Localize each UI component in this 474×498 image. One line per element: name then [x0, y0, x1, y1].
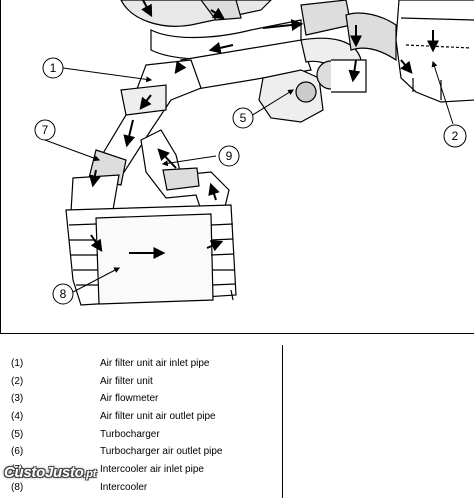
callout-7: 7 — [34, 119, 56, 141]
legend-text: Air flowmeter — [100, 393, 159, 404]
legend-row: (6) Turbocharger air outlet pipe — [0, 443, 282, 460]
turbocharger — [258, 59, 367, 123]
legend-text: Intercooler air inlet pipe — [100, 464, 204, 475]
legend-number: (8) — [11, 482, 24, 493]
legend-row: (5) Turbocharger — [0, 426, 282, 443]
legend-number: (4) — [11, 411, 24, 422]
callout-label-9: 9 — [226, 149, 233, 163]
legend-number: (2) — [11, 376, 24, 387]
legend-row: (7) Intercooler air inlet pipe — [0, 461, 282, 478]
legend-text: Air filter unit air inlet pipe — [100, 358, 210, 369]
legend-row: (4) Air filter unit air outlet pipe — [0, 408, 282, 425]
legend-number: (1) — [11, 358, 24, 369]
watermark-brand: CustoJusto — [4, 464, 84, 481]
callout-label-1: 1 — [50, 61, 57, 75]
legend-text: Turbocharger air outlet pipe — [100, 446, 223, 457]
legend-row: (3) Air flowmeter — [0, 390, 282, 407]
air-intake-diagram: 1 2 5 7 8 9 — [0, 0, 474, 334]
diagram-svg: 1 2 5 7 8 9 — [34, 0, 474, 306]
air-filter-unit — [395, 0, 474, 103]
intercooler-outlet-pipe — [140, 129, 230, 216]
callout-label-5: 5 — [240, 111, 247, 125]
flow-arrows — [88, 0, 439, 259]
watermark-ext: .pt — [83, 468, 97, 480]
legend-text: Turbocharger — [100, 429, 160, 440]
legend-row: (1) Air filter unit air inlet pipe — [0, 355, 282, 372]
legend-number: (5) — [11, 429, 24, 440]
legend-number: (6) — [11, 446, 24, 457]
callout-leaders — [44, 60, 454, 293]
callout-label-8: 8 — [60, 287, 67, 301]
callout-5: 5 — [232, 107, 254, 129]
callout-2: 2 — [443, 124, 467, 148]
legend-divider — [282, 345, 283, 498]
legend-row: (8) Intercooler — [0, 479, 282, 496]
intercooler — [65, 204, 237, 306]
callout-9: 9 — [218, 145, 240, 167]
legend-number: (3) — [11, 393, 24, 404]
callout-8: 8 — [52, 283, 74, 305]
legend-text: Air filter unit — [100, 376, 153, 387]
callout-label-7: 7 — [42, 123, 49, 137]
legend-text: Intercooler — [100, 482, 148, 493]
legend-row: (2) Air filter unit — [0, 373, 282, 390]
callout-1: 1 — [42, 57, 64, 79]
callout-label-2: 2 — [452, 129, 459, 143]
legend-text: Air filter unit air outlet pipe — [100, 411, 216, 422]
watermark-logo: CustoJusto.pt — [4, 464, 96, 481]
legend-number: (7) — [11, 464, 24, 475]
